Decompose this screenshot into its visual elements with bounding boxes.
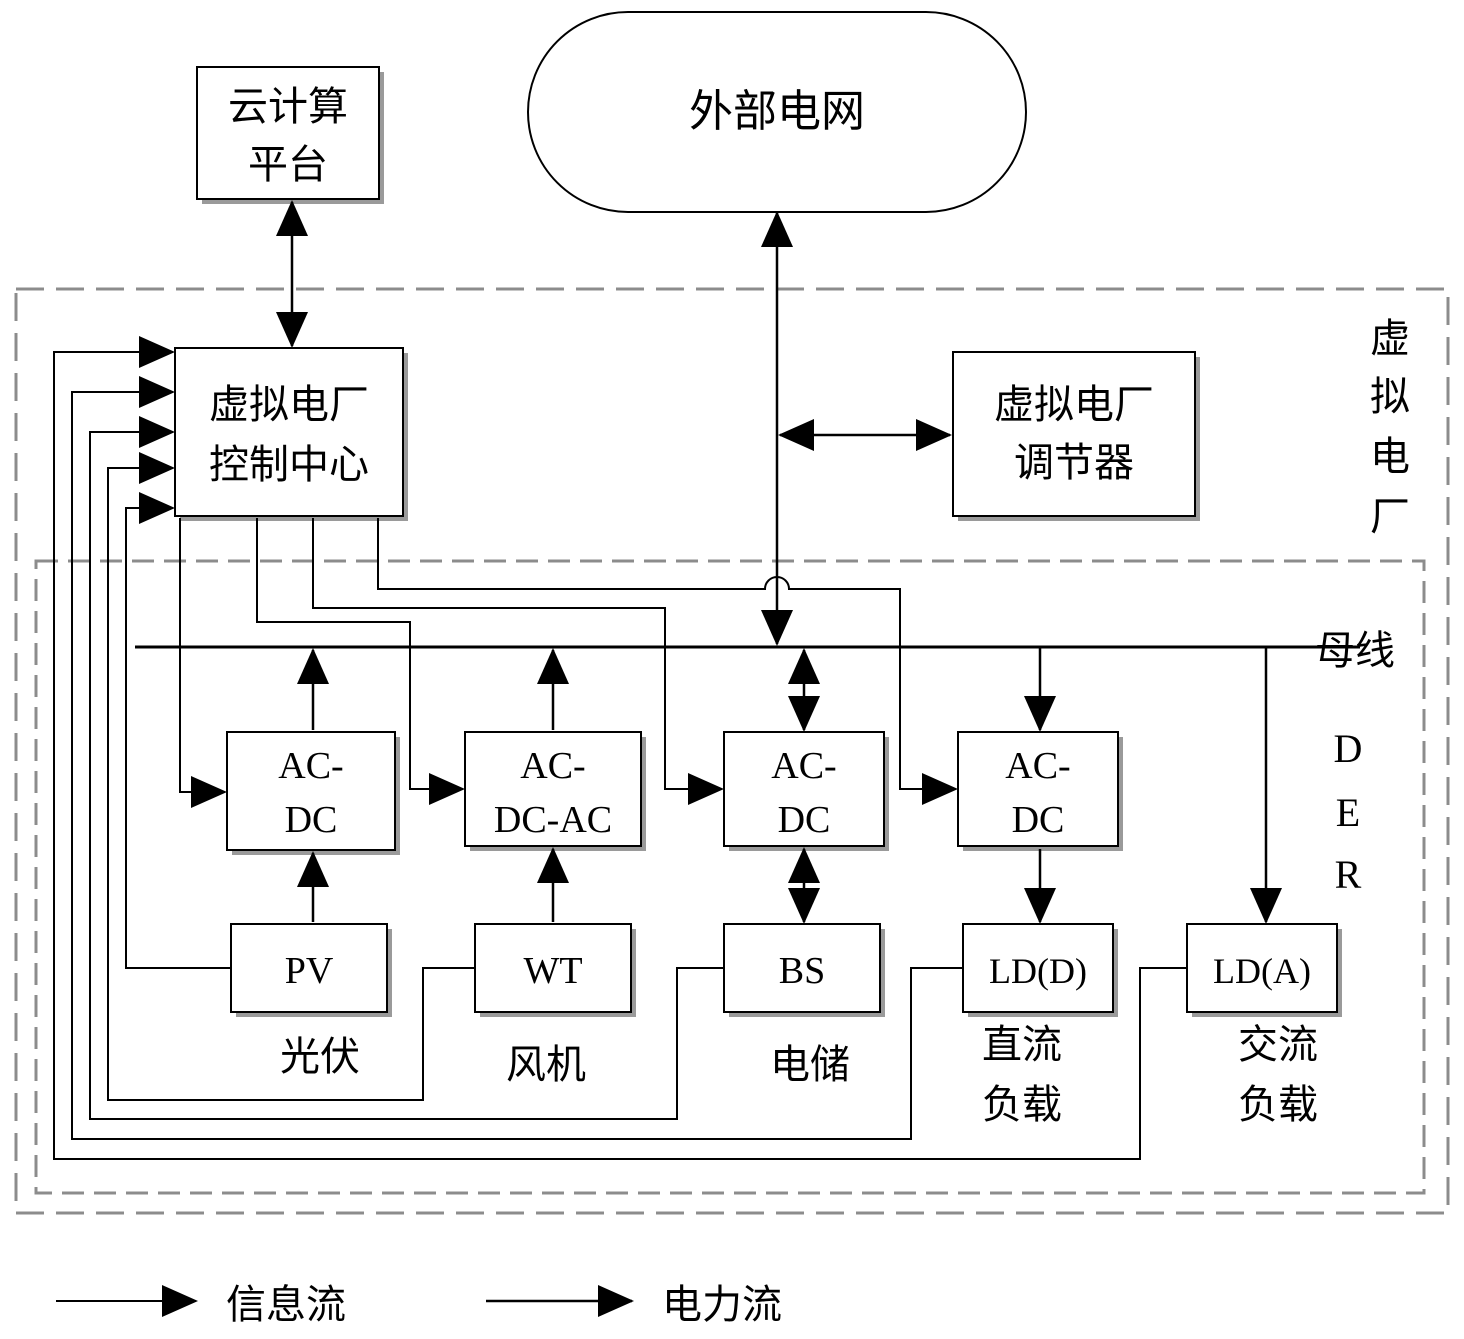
caption-wt: 风机 [506,1042,586,1088]
svg-text:AC-: AC- [278,745,343,787]
legend-info-label: 信息流 [226,1282,346,1328]
regulator-line2: 调节器 [1014,440,1134,486]
bus-label: 母线 [1315,628,1395,674]
unit-bs[interactable]: BS [724,924,885,1017]
unit-ld-ac[interactable]: LD(A) [1187,924,1342,1017]
svg-text:E: E [1336,790,1360,835]
svg-text:DC: DC [778,799,831,841]
caption-ld-dc-1: 直流 [982,1022,1062,1068]
der-boundary [36,561,1424,1193]
converter-pv[interactable]: AC- DC [227,732,400,855]
vpp-region-label: 虚 拟 电 厂 [1370,316,1410,540]
svg-text:DC-AC: DC-AC [494,799,612,841]
caption-ld-dc-2: 负载 [982,1082,1062,1128]
svg-text:电: 电 [1370,434,1410,480]
svg-text:厂: 厂 [1370,494,1410,540]
der-region-label: D E R [1334,726,1363,897]
regulator[interactable]: 虚拟电厂 调节器 [953,352,1200,521]
svg-text:WT: WT [523,950,582,992]
svg-text:虚: 虚 [1370,316,1410,362]
converter-wt[interactable]: AC- DC-AC [465,732,646,851]
cloud-platform[interactable]: 云计算 平台 [197,67,384,204]
caption-ld-ac-1: 交流 [1238,1022,1318,1068]
control-center-line2: 控制中心 [209,442,369,488]
svg-text:AC-: AC- [520,745,585,787]
unit-pv[interactable]: PV [231,924,392,1017]
caption-ld-ac-2: 负载 [1238,1082,1318,1128]
ctrl-to-conv-pv [180,518,225,792]
svg-text:AC-: AC- [771,745,836,787]
converter-ld-dc[interactable]: AC- DC [958,732,1123,851]
external-grid-label: 外部电网 [689,86,865,137]
cloud-platform-line1: 云计算 [228,84,348,130]
svg-text:D: D [1334,726,1363,771]
caption-bs: 电储 [770,1042,850,1088]
external-grid[interactable]: 外部电网 [528,12,1026,212]
legend: 信息流 电力流 [56,1282,782,1328]
svg-text:LD(D): LD(D) [989,951,1087,991]
svg-text:DC: DC [1012,799,1065,841]
control-center[interactable]: 虚拟电厂 控制中心 [175,348,408,521]
svg-text:LD(A): LD(A) [1213,951,1311,991]
legend-power-label: 电力流 [662,1282,782,1328]
svg-text:AC-: AC- [1005,745,1070,787]
converter-bs[interactable]: AC- DC [724,732,889,851]
svg-text:拟: 拟 [1370,374,1410,420]
unit-ld-dc[interactable]: LD(D) [963,924,1118,1017]
cloud-platform-line2: 平台 [248,142,328,188]
svg-text:PV: PV [285,950,334,992]
svg-text:DC: DC [285,799,338,841]
caption-pv: 光伏 [280,1034,360,1080]
pv-to-ctrl [126,508,231,968]
regulator-line1: 虚拟电厂 [994,382,1154,428]
control-center-line1: 虚拟电厂 [209,382,369,428]
svg-text:R: R [1335,852,1362,897]
svg-text:BS: BS [779,950,825,992]
unit-wt[interactable]: WT [475,924,636,1017]
